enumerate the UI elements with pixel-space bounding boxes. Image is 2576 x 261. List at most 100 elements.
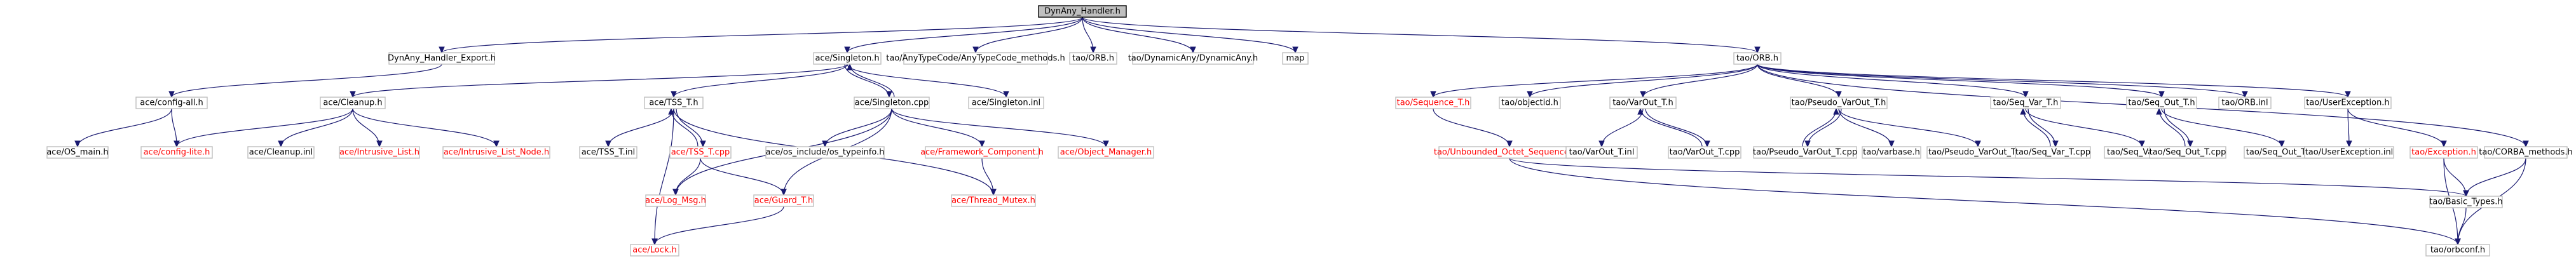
node-intrusive_list[interactable]: ace/Intrusive_List.h: [339, 146, 420, 159]
node-box: [2304, 146, 2394, 159]
arrowhead-tao_orb_h-to-user_exception_h: [2345, 91, 2351, 98]
node-pseudo_varout_cpp[interactable]: tao/Pseudo_VarOut_T.cpp: [1753, 146, 1857, 159]
arrowhead-ace_singleton_h-to-singleton_inl: [1003, 91, 1009, 98]
node-label: ace/Intrusive_List.h: [339, 148, 419, 157]
node-singleton_cpp[interactable]: ace/Singleton.cpp: [854, 97, 930, 109]
edge-seq_var_h-to-seq_var_inl: [2025, 108, 2143, 147]
node-label: tao/Seq_Out_T.inl: [2246, 148, 2317, 157]
edge-tao_orb_h-to-user_exception_h: [1757, 64, 2348, 98]
edge-seq_var_cpp-to-seq_var_h: [2022, 108, 2051, 147]
node-tao_orb_h[interactable]: tao/ORB.h: [1733, 52, 1782, 65]
node-guard_t[interactable]: ace/Guard_T.h: [753, 194, 814, 207]
node-label: ace/config-all.h: [140, 98, 203, 108]
edge-root-to-ace_singleton_h: [847, 17, 1083, 53]
node-seq_out_cpp[interactable]: tao/Seq_Out_T.cpp: [2149, 146, 2226, 159]
edge-tss_t_cpp-to-tss_t_h: [671, 108, 699, 147]
node-varout_t_inl[interactable]: tao/VarOut_T.inl: [1565, 146, 1638, 159]
node-dyn_export[interactable]: DynAny_Handler_Export.h: [388, 52, 496, 65]
node-box: [951, 194, 1036, 207]
node-box: [1990, 97, 2061, 109]
arrowhead-root-to-dynamic_any: [1190, 46, 1196, 54]
edge-tao_orb_h-to-sequence_t: [1433, 64, 1758, 98]
edge-seq_out_h-to-seq_out_cpp: [2164, 108, 2191, 147]
node-varout_t_cpp[interactable]: tao/VarOut_T.cpp: [1668, 146, 1741, 159]
edge-root-to-map: [1082, 17, 1296, 53]
node-lock_h[interactable]: ace/Lock.h: [630, 244, 679, 257]
node-seq_out_inl[interactable]: tao/Seq_Out_T.inl: [2244, 146, 2320, 159]
node-os_main[interactable]: ace/OS_main.h: [46, 146, 109, 159]
node-config_lite[interactable]: ace/config-lite.h: [140, 146, 213, 159]
node-pseudo_varout_h[interactable]: tao/Pseudo_VarOut_T.h: [1790, 97, 1888, 109]
edge-cleanup_h-to-intrusive_list: [352, 108, 380, 147]
arrowhead-seq_var_h-to-seq_var_cpp: [2052, 140, 2059, 148]
arrowhead-singleton_cpp-to-framework_component: [979, 140, 985, 148]
node-corba_methods[interactable]: tao/CORBA_methods.h: [2479, 146, 2573, 159]
node-box: [968, 97, 1044, 109]
node-os_typeinfo[interactable]: ace/os_include/os_typeinfo.h: [765, 146, 885, 159]
node-object_manager[interactable]: ace/Object_Manager.h: [1058, 146, 1154, 159]
node-box: [1132, 52, 1254, 65]
node-any_methods[interactable]: tao/AnyTypeCode/AnyTypeCode_methods.h: [886, 52, 1065, 65]
node-tao_orb_h_top[interactable]: tao/ORB.h: [1069, 52, 1117, 65]
arrowhead-cleanup_h-to-cleanup_inl: [278, 140, 284, 148]
node-user_exception_inl[interactable]: tao/UserException.inl: [2304, 146, 2394, 159]
node-exception_h[interactable]: tao/Exception.h: [2409, 146, 2478, 159]
edge-root-to-dyn_export: [441, 17, 1083, 53]
node-label: tao/VarOut_T.h: [1612, 98, 1673, 108]
node-pseudo_varout_inl[interactable]: tao/Pseudo_VarOut_T.inl: [1926, 146, 2029, 159]
node-tss_t_cpp[interactable]: ace/TSS_T.cpp: [669, 146, 732, 159]
node-box: [1058, 146, 1154, 159]
node-varout_t_h[interactable]: tao/VarOut_T.h: [1609, 97, 1677, 109]
node-orb_inl[interactable]: tao/ORB.inl: [2218, 97, 2272, 109]
node-unbounded_octet[interactable]: tao/Unbounded_Octet_Sequence_T.h: [1434, 146, 1585, 159]
node-dynamic_any[interactable]: tao/DynamicAny/DynamicAny.h: [1128, 52, 1258, 65]
node-cleanup_h[interactable]: ace/Cleanup.h: [320, 97, 386, 109]
node-ace_singleton_h[interactable]: ace/Singleton.h: [813, 52, 882, 65]
node-singleton_inl[interactable]: ace/Singleton.inl: [968, 97, 1044, 109]
node-label: ace/TSS_T.inl: [582, 148, 635, 157]
node-log_msg[interactable]: ace/Log_Msg.h: [645, 194, 706, 207]
node-label: tao/objectid.h: [1501, 98, 1558, 108]
node-root[interactable]: DynAny_Handler.h: [1038, 5, 1127, 18]
node-label: tao/Pseudo_VarOut_T.inl: [1928, 148, 2027, 157]
node-box: [1733, 52, 1782, 65]
node-config_all[interactable]: ace/config-all.h: [135, 97, 208, 109]
node-seq_var_cpp[interactable]: tao/Seq_Var_T.cpp: [2015, 146, 2091, 159]
node-framework_component[interactable]: ace/Framework_Component.h: [920, 146, 1044, 159]
arrowhead-varout_t_h-to-varout_t_inl: [1598, 140, 1605, 148]
node-tss_t_h[interactable]: ace/TSS_T.h: [644, 97, 704, 109]
arrowhead-tao_orb_h-to-orb_inl: [2242, 91, 2248, 98]
arrowhead-pseudo_varout_cpp-to-pseudo_varout_h: [1833, 107, 1839, 115]
node-seq_out_h[interactable]: tao/Seq_Out_T.h: [2126, 97, 2197, 109]
node-cleanup_inl[interactable]: ace/Cleanup.inl: [247, 146, 315, 159]
node-thread_mutex[interactable]: ace/Thread_Mutex.h: [951, 194, 1036, 207]
node-label: tao/varbase.h: [1863, 148, 1920, 157]
arrowhead-basic_types-to-orbconf: [2455, 238, 2461, 246]
node-tss_t_inl[interactable]: ace/TSS_T.inl: [579, 146, 637, 159]
edge-sequence_t-to-unbounded_octet: [1433, 108, 1510, 147]
node-box: [669, 146, 732, 159]
edge-ace_singleton_h-to-tss_t_h: [673, 64, 848, 98]
node-sequence_t[interactable]: tao/Sequence_T.h: [1395, 97, 1471, 109]
node-objectid[interactable]: tao/objectid.h: [1499, 97, 1561, 109]
node-user_exception_h[interactable]: tao/UserException.h: [2304, 97, 2392, 109]
edge-singleton_cpp-to-object_manager: [891, 108, 1107, 147]
node-label: ace/Guard_T.h: [754, 196, 813, 206]
node-box: [644, 97, 704, 109]
node-orbconf[interactable]: tao/orbconf.h: [2425, 244, 2490, 257]
node-varbase[interactable]: tao/varbase.h: [1862, 146, 1921, 159]
node-intrusive_list_node[interactable]: ace/Intrusive_List_Node.h: [442, 146, 550, 159]
arrowhead-root-to-any_methods: [972, 46, 979, 54]
node-box: [1282, 52, 1309, 65]
node-map[interactable]: map: [1282, 52, 1309, 65]
node-box: [765, 146, 885, 159]
edge-tao_orb_h-to-varout_t_h: [1642, 64, 1758, 98]
node-label: ace/TSS_T.cpp: [671, 148, 730, 157]
edge-seq_out_h-to-seq_out_inl: [2161, 108, 2282, 147]
node-box: [1499, 97, 1561, 109]
node-seq_var_h[interactable]: tao/Seq_Var_T.h: [1990, 97, 2061, 109]
node-basic_types[interactable]: tao/Basic_Types.h: [2429, 196, 2503, 208]
arrowhead-pseudo_varout_h-to-varbase: [1888, 140, 1895, 148]
arrowhead-singleton_cpp-to-ace_singleton_h: [847, 63, 853, 70]
